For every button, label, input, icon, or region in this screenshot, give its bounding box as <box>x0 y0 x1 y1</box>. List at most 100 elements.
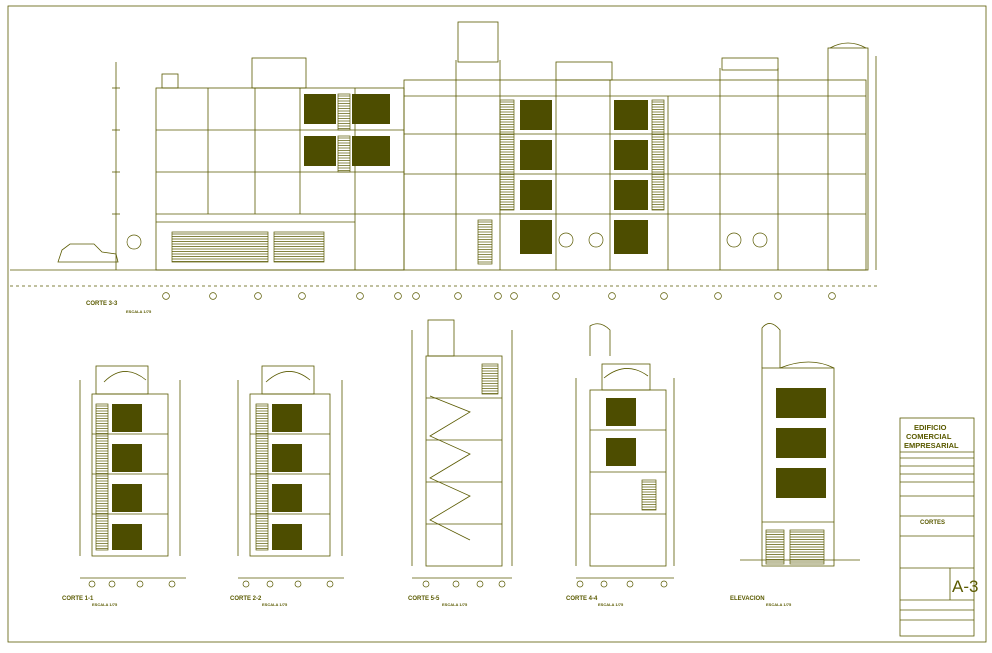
main-section-right-block <box>403 21 869 271</box>
louver-panel <box>651 99 665 211</box>
drawing-details <box>88 93 836 588</box>
section-2-2-outline <box>237 365 344 579</box>
dark-window-panel <box>304 136 336 166</box>
dark-window-panel <box>112 484 142 512</box>
axis-bubble <box>254 292 262 300</box>
louver-panel <box>481 363 499 395</box>
axis-bubble <box>494 292 502 300</box>
section-4-4-outline <box>575 323 675 579</box>
drawing-fills <box>112 94 826 550</box>
axis-bubble <box>266 580 274 588</box>
section-4-4-scale: ESCALA 1/75 <box>598 602 624 607</box>
dark-window-panel <box>776 388 826 418</box>
louver-frame <box>651 99 665 211</box>
tree-symbol <box>588 232 604 248</box>
louver-frame <box>481 363 499 395</box>
section-1-1-label: CORTE 1-1 <box>62 596 94 602</box>
tree-symbol <box>558 232 574 248</box>
dark-window-panel <box>304 94 336 124</box>
dark-window-panel <box>352 94 390 124</box>
axis-bubble <box>476 580 484 588</box>
section-1-1-outline <box>79 365 186 579</box>
axis-bubble <box>714 292 722 300</box>
louver-panel <box>273 231 325 263</box>
axis-bubble <box>576 580 584 588</box>
sheet-number: A-3 <box>952 577 978 596</box>
axis-bubble <box>608 292 616 300</box>
section-2-2-scale: ESCALA 1/75 <box>262 602 288 607</box>
dark-window-panel <box>606 438 636 466</box>
axis-bubble <box>209 292 217 300</box>
axis-bubble <box>294 580 302 588</box>
axis-bubble <box>774 292 782 300</box>
axis-bubble <box>242 580 250 588</box>
axis-bubble <box>412 292 420 300</box>
drawing-linework <box>7 5 987 643</box>
axis-bubble <box>162 292 170 300</box>
section-2-2-label: CORTE 2-2 <box>230 596 262 602</box>
dark-window-panel <box>520 220 552 254</box>
section-5-5-scale: ESCALA 1/75 <box>442 602 468 607</box>
dark-window-panel <box>614 100 648 130</box>
main-section-label: CORTE 3-3 <box>86 301 118 307</box>
axis-bubble <box>452 580 460 588</box>
project-title-line1: EDIFICIO <box>914 423 947 432</box>
louver-panel <box>337 135 351 173</box>
axis-bubble <box>828 292 836 300</box>
dark-window-panel <box>776 468 826 498</box>
axis-bubble <box>326 580 334 588</box>
section-1-1-scale: ESCALA 1/75 <box>92 602 118 607</box>
section-5-5-outline <box>411 319 513 579</box>
dark-window-panel <box>112 404 142 432</box>
louver-frame <box>337 93 351 131</box>
axis-bubble <box>168 580 176 588</box>
axis-bubble <box>88 580 96 588</box>
dark-window-panel <box>112 444 142 472</box>
axis-bubble <box>422 580 430 588</box>
dark-window-panel <box>614 180 648 210</box>
axis-bubble <box>108 580 116 588</box>
elevation-label: ELEVACION <box>730 596 765 602</box>
dark-window-panel <box>272 524 302 550</box>
main-section-scale: ESCALA 1/75 <box>126 309 152 314</box>
title-block-frame <box>899 417 975 637</box>
tree-symbol <box>752 232 768 248</box>
louver-panel <box>765 529 785 565</box>
louver-frame <box>499 99 515 211</box>
project-title-line2: COMERCIAL <box>906 432 952 441</box>
elevation-scale: ESCALA 1/75 <box>766 602 792 607</box>
louver-frame <box>95 403 109 551</box>
axis-bubble <box>136 580 144 588</box>
section-5-5-label: CORTE 5-5 <box>408 596 440 602</box>
dark-window-panel <box>272 444 302 472</box>
axis-bubble <box>356 292 364 300</box>
axis-bubble <box>660 580 668 588</box>
louver-panel <box>171 231 269 263</box>
dark-window-panel <box>272 484 302 512</box>
dark-window-panel <box>520 140 552 170</box>
louver-panel <box>95 403 109 551</box>
tree-symbol <box>726 232 742 248</box>
tree-symbol <box>126 234 142 250</box>
axis-bubble <box>552 292 560 300</box>
dark-window-panel <box>606 398 636 426</box>
louver-frame <box>273 231 325 263</box>
louver-panel <box>789 529 825 565</box>
louver-panel <box>641 479 657 511</box>
louver-frame <box>641 479 657 511</box>
main-dimension-line <box>112 56 877 270</box>
louver-frame <box>171 231 269 263</box>
sheet-border <box>7 5 987 643</box>
sheet-title: CORTES <box>920 520 945 526</box>
dark-window-panel <box>520 180 552 210</box>
main-section-left-block <box>10 57 405 271</box>
dark-window-panel <box>112 524 142 550</box>
axis-bubble <box>660 292 668 300</box>
section-4-4-label: CORTE 4-4 <box>566 596 598 602</box>
section-labels: CORTE 3-3 ESCALA 1/75 CORTE 1-1 ESCALA 1… <box>62 301 792 607</box>
axis-bubble <box>454 292 462 300</box>
axis-bubble <box>498 580 506 588</box>
louver-panel <box>337 93 351 131</box>
